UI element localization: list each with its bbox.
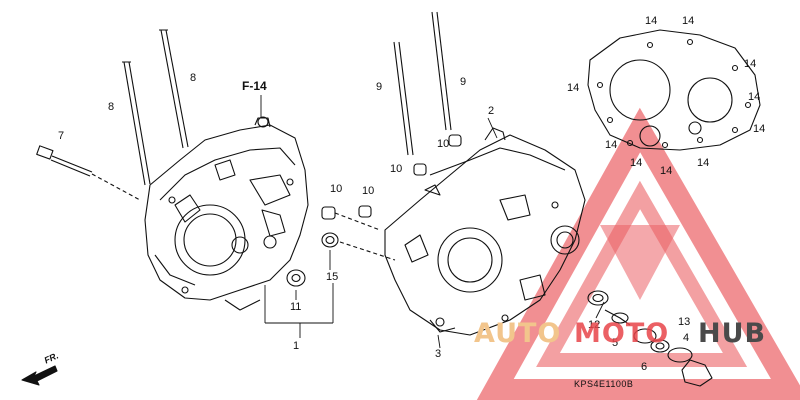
oil-seals-washers [587, 290, 713, 387]
callout-14-j: 14 [697, 157, 710, 169]
dowel-pins-bearings [286, 134, 462, 287]
callout-14-a: 14 [645, 15, 658, 27]
callout-14-g: 14 [605, 139, 618, 151]
callout-14-c: 14 [744, 58, 757, 70]
callout-9-right: 9 [460, 76, 467, 88]
front-direction-arrow [21, 365, 58, 386]
callout-6: 6 [641, 361, 648, 373]
callout-10-d: 10 [362, 185, 375, 197]
callout-10-b: 10 [390, 163, 403, 175]
stud-bolt-right [393, 11, 452, 156]
callout-14-h: 14 [630, 157, 643, 169]
stud-bolt-left [122, 29, 189, 186]
diagram-reference-code: KPS4E1100B [574, 379, 634, 389]
callout-14-b: 14 [682, 15, 695, 27]
watermark-text-hub: HUB [698, 318, 767, 349]
callout-15: 15 [326, 271, 339, 283]
callout-14-d: 14 [567, 82, 580, 94]
left-crankcase [144, 116, 309, 311]
callout-8-left: 8 [108, 101, 115, 113]
callout-5: 5 [612, 337, 619, 349]
callout-13: 13 [678, 316, 691, 328]
leader-lines [260, 95, 605, 349]
callout-11: 11 [290, 301, 302, 313]
callout-14-f: 14 [753, 123, 766, 135]
callout-4: 4 [683, 332, 690, 344]
watermark-text-moto: MOTO [574, 318, 670, 349]
section-ref-label: F-14 [242, 79, 267, 93]
callout-1: 1 [293, 340, 300, 352]
callout-3: 3 [435, 348, 442, 360]
watermark-logo [476, 107, 800, 400]
callout-10-c: 10 [330, 183, 343, 195]
callout-2: 2 [488, 105, 495, 117]
callout-9-left: 9 [376, 81, 383, 93]
flange-bolt [36, 145, 141, 201]
callout-10-a: 10 [437, 138, 450, 150]
crankcase-gasket [587, 29, 761, 151]
watermark-text-auto: AUTO [474, 318, 562, 349]
callout-14-i: 14 [660, 165, 673, 177]
callout-14-e: 14 [748, 91, 761, 103]
callout-7: 7 [58, 130, 65, 142]
callout-8-right: 8 [190, 72, 197, 84]
right-crankcase [384, 127, 586, 336]
callout-12: 12 [588, 319, 601, 331]
